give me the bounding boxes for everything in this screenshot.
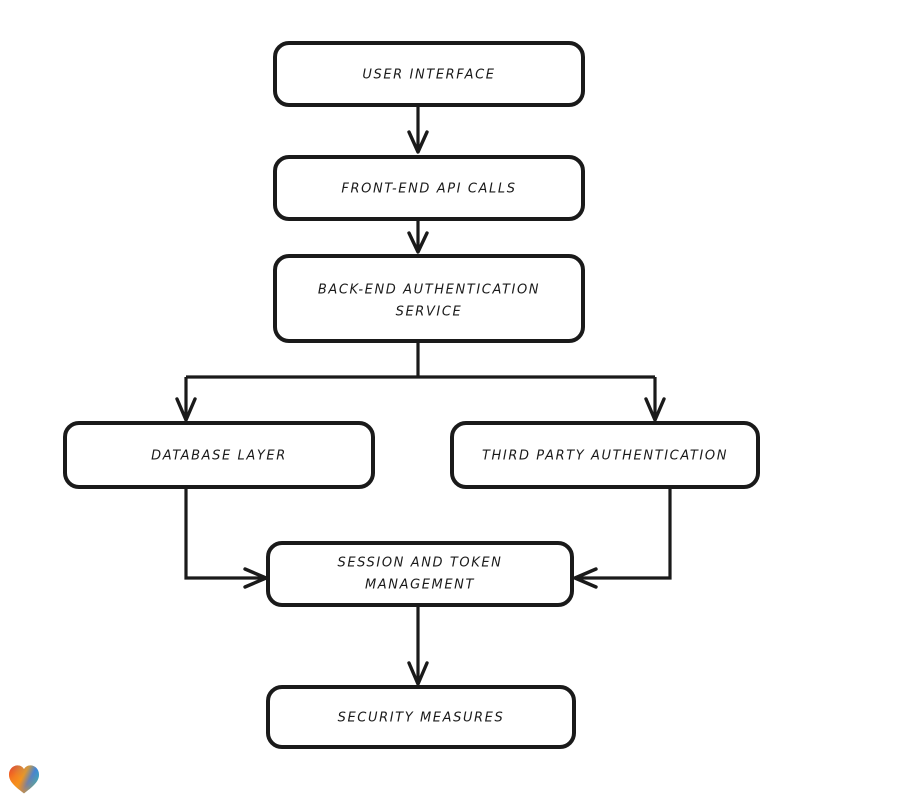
node-back-end-auth-service-label-line1: BACK-END AUTHENTICATION bbox=[318, 283, 540, 298]
node-user-interface[interactable]: USER INTERFACE bbox=[273, 41, 585, 107]
node-back-end-auth-service[interactable]: BACK-END AUTHENTICATION SERVICE bbox=[273, 254, 585, 343]
node-database-layer-box bbox=[63, 421, 375, 489]
edge-thirdparty-to-session bbox=[573, 487, 672, 589]
node-session-token-mgmt-label-line2: MANAGEMENT bbox=[365, 578, 475, 593]
edge-ui-to-frontend bbox=[407, 105, 429, 154]
node-session-token-mgmt-label-line1: SESSION AND TOKEN bbox=[337, 556, 502, 571]
node-security-measures-box bbox=[266, 685, 576, 749]
edge-frontend-to-backend bbox=[407, 219, 429, 254]
edge-backend-split-bus bbox=[186, 341, 655, 379]
edge-backend-to-thirdparty bbox=[644, 377, 666, 422]
node-security-measures-label: SECURITY MEASURES bbox=[338, 711, 505, 726]
node-back-end-auth-service-box bbox=[273, 254, 585, 343]
node-security-measures[interactable]: SECURITY MEASURES bbox=[266, 685, 576, 749]
node-user-interface-label: USER INTERFACE bbox=[362, 68, 495, 83]
node-third-party-auth-box bbox=[450, 421, 760, 489]
node-back-end-auth-service-label-line2: SERVICE bbox=[396, 305, 463, 320]
edge-session-to-security bbox=[407, 605, 429, 686]
node-front-end-api-calls-box bbox=[273, 155, 585, 221]
edge-database-to-session bbox=[184, 487, 268, 589]
node-database-layer[interactable]: DATABASE LAYER bbox=[63, 421, 375, 489]
node-user-interface-box bbox=[273, 41, 585, 107]
node-session-token-mgmt-box bbox=[266, 541, 574, 607]
heart-icon bbox=[9, 765, 39, 794]
node-session-token-mgmt[interactable]: SESSION AND TOKEN MANAGEMENT bbox=[266, 541, 574, 607]
node-database-layer-label: DATABASE LAYER bbox=[151, 449, 287, 464]
node-third-party-auth[interactable]: THIRD PARTY AUTHENTICATION bbox=[450, 421, 760, 489]
edge-backend-to-database bbox=[175, 377, 197, 422]
node-front-end-api-calls-label: FRONT-END API CALLS bbox=[341, 182, 516, 197]
node-third-party-auth-label: THIRD PARTY AUTHENTICATION bbox=[482, 449, 728, 464]
node-front-end-api-calls[interactable]: FRONT-END API CALLS bbox=[273, 155, 585, 221]
